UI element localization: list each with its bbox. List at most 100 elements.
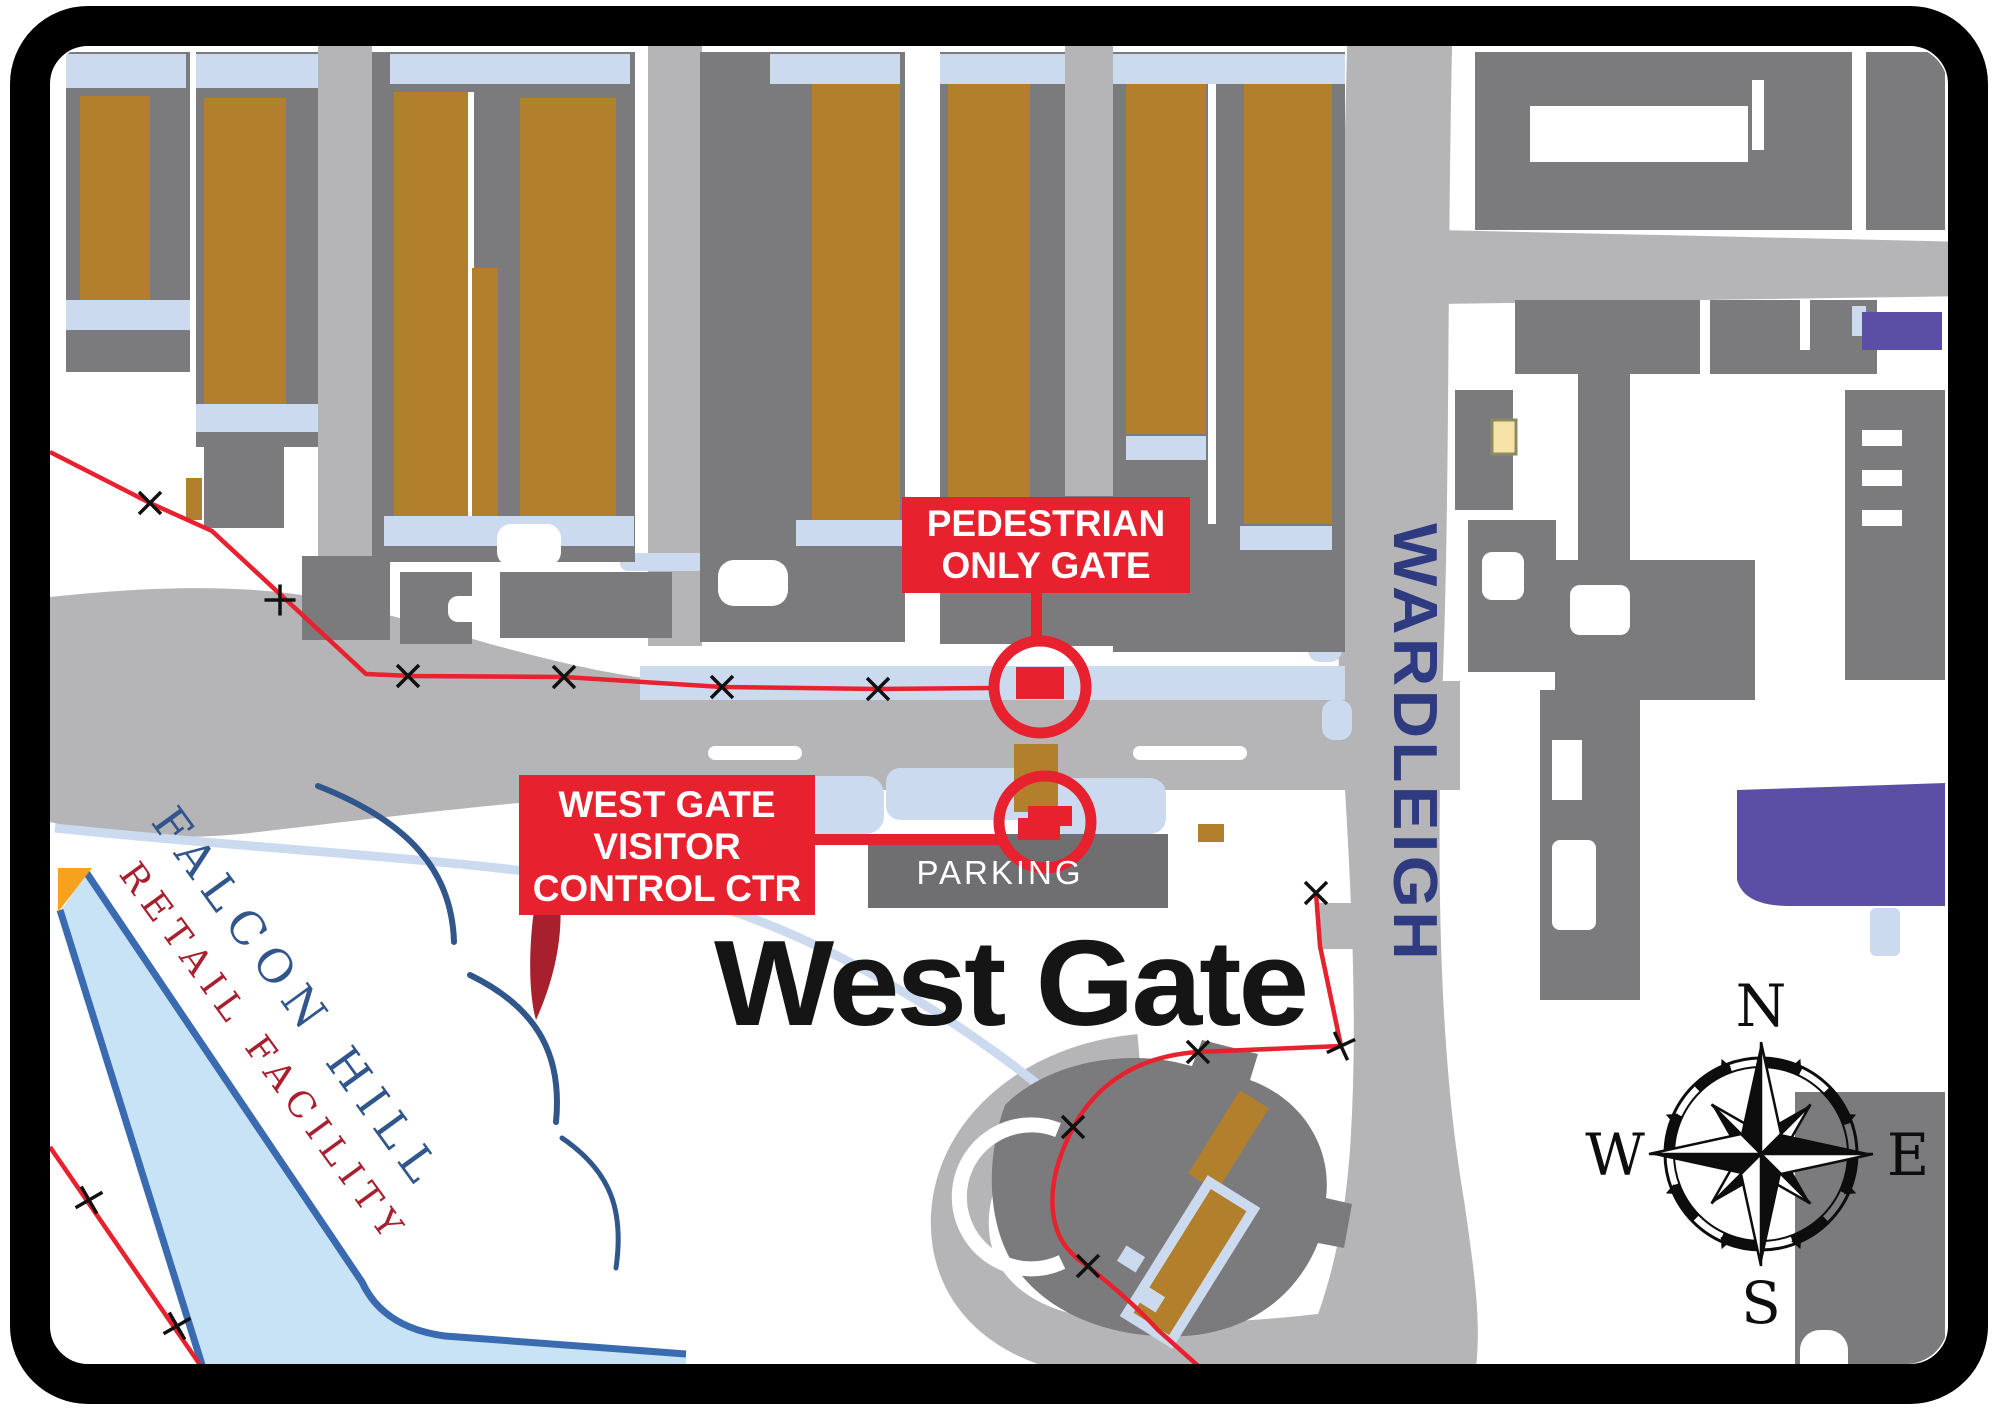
highway — [56, 868, 687, 1364]
rect-shape — [1700, 300, 1710, 374]
pedestrian-gate-marker — [1016, 667, 1064, 699]
rect-shape — [1862, 470, 1902, 486]
g-shape — [1116, 1245, 1146, 1273]
fence-east — [1050, 892, 1344, 1364]
rect-shape — [1113, 54, 1345, 84]
parking-lot — [868, 834, 1168, 908]
rect-shape — [520, 98, 616, 518]
path-shape — [951, 1117, 1066, 1277]
visitor-center-circle — [993, 770, 1097, 874]
pedestrian-callout-box — [902, 497, 1190, 593]
buildings-northwest — [66, 52, 635, 566]
rect-shape — [1208, 84, 1216, 524]
rect-shape — [1515, 300, 1877, 374]
upper-right-road — [1438, 230, 1948, 304]
rect-shape — [1578, 374, 1630, 574]
rect-shape — [500, 572, 672, 638]
compass-south: S — [1741, 1269, 1781, 1337]
rect-shape — [770, 54, 900, 84]
visitor-callout-connector — [813, 834, 1003, 845]
main-road — [50, 588, 1460, 837]
rect-shape — [497, 524, 561, 566]
compass-west: W — [1585, 1121, 1645, 1189]
rect-shape — [1800, 1330, 1848, 1364]
roads — [50, 46, 1948, 1364]
rect-shape — [448, 596, 486, 622]
path-shape — [559, 1135, 621, 1271]
pedestrian-callout-connector — [1031, 592, 1042, 644]
rect-shape — [394, 92, 468, 516]
rect-shape — [80, 96, 150, 304]
highway-edge-left — [56, 908, 212, 1364]
rect-shape — [1862, 430, 1902, 446]
highway-edge-right — [83, 870, 687, 1358]
fence-lines — [50, 449, 1357, 1364]
lane-dash — [1133, 746, 1247, 760]
rect-shape — [1482, 552, 1524, 600]
wardleigh-stub — [1318, 903, 1360, 949]
vertical-road-2 — [648, 46, 702, 646]
rect-shape — [1126, 436, 1206, 460]
visitor-callout-box — [519, 775, 815, 915]
rect-shape — [66, 300, 190, 330]
rect-shape — [1136, 1285, 1166, 1313]
pedestrian-callout-line1: PEDESTRIAN — [927, 503, 1165, 544]
rect-shape — [1116, 1245, 1146, 1273]
highway-orange-wedge — [58, 868, 92, 912]
labels: PEDESTRIAN ONLY GATE WEST GATE VISITOR C… — [519, 497, 1449, 1051]
cream-building — [1490, 418, 1518, 456]
rect-shape — [1852, 52, 1866, 230]
g-shape — [1136, 1285, 1166, 1313]
compass-rose: N S W E — [1585, 972, 1929, 1337]
fence-southwest — [50, 1145, 207, 1364]
visitor-callout-line2: VISITOR — [593, 826, 740, 867]
rect-shape — [196, 404, 318, 432]
wardleigh-road — [1290, 46, 1478, 1364]
purple-building-small — [1862, 312, 1942, 350]
purple-building-large — [1737, 783, 1945, 906]
rect-shape — [66, 54, 186, 88]
rect-shape — [1240, 526, 1332, 550]
rect-shape — [204, 438, 284, 528]
rect-shape — [1530, 106, 1748, 162]
lane-dash — [708, 746, 802, 760]
rect-shape — [1800, 300, 1810, 350]
rect-shape — [468, 92, 474, 516]
rect-shape — [1752, 80, 1764, 150]
rect-shape — [1870, 908, 1900, 956]
rect-shape — [186, 478, 202, 520]
path-shape — [315, 783, 457, 945]
rect-shape — [196, 54, 318, 88]
rect-shape — [718, 560, 788, 606]
vertical-road-1 — [318, 46, 372, 606]
rect-shape — [1552, 840, 1596, 930]
map-frame — [10, 6, 1988, 1404]
compass-east: E — [1887, 1121, 1929, 1189]
visitor-callout-line1: WEST GATE — [558, 784, 775, 825]
compass-north: N — [1736, 972, 1787, 1040]
visitor-callout-line3: CONTROL CTR — [533, 868, 802, 909]
rect-shape — [812, 84, 900, 530]
visitor-center-marker — [1018, 806, 1072, 840]
parking-label: PARKING — [916, 854, 1083, 891]
rect-shape — [796, 520, 916, 546]
vertical-road-3 — [1065, 46, 1113, 496]
rect-shape — [1244, 84, 1332, 524]
g-shape: FALCON HILL RETAIL FACILITY — [50, 46, 1948, 1364]
rect-shape — [1552, 740, 1582, 800]
street-label-wardleigh: WARDLEIGH — [1380, 523, 1449, 963]
rect-shape — [204, 98, 286, 404]
rect-shape — [390, 54, 630, 84]
guard-shack — [1198, 824, 1224, 842]
rect-shape — [886, 768, 1056, 820]
rect-shape — [472, 268, 498, 516]
rect-shape — [1862, 510, 1902, 526]
highway-band — [60, 870, 686, 1364]
g-shape — [1188, 1090, 1269, 1192]
fence-northwest — [50, 449, 995, 692]
path-shape — [467, 972, 560, 1125]
rect-shape — [1570, 585, 1630, 635]
pedestrian-gate-circle — [988, 635, 1092, 739]
rect-shape — [940, 54, 1065, 84]
